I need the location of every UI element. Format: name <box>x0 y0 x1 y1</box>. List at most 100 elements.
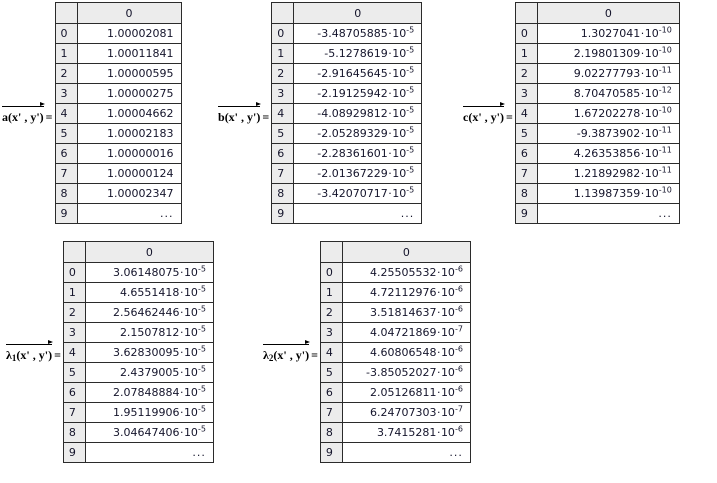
row-index-cell: 0 <box>319 262 343 283</box>
value-exponent: -11 <box>658 125 672 135</box>
value-mantissa: 1.00004662 <box>107 107 174 120</box>
value-mantissa: 6.24707303 <box>369 406 437 419</box>
value-mantissa: 2.56462446 <box>112 306 180 319</box>
value-base-ten: 10 <box>392 167 407 180</box>
matrix-value-cell: 1.13987359·10-10 <box>536 183 680 204</box>
value-exponent: -6 <box>454 384 463 394</box>
value-base-ten: 10 <box>183 426 198 439</box>
column-header-0: 0 <box>84 241 214 263</box>
value-exponent: -5 <box>197 364 206 374</box>
row-index-cell: 0 <box>54 23 78 44</box>
value-base-ten: 10 <box>440 346 455 359</box>
value-base-ten: 10 <box>440 306 455 319</box>
value-exponent: -11 <box>658 145 672 155</box>
value-mantissa: -2.01367229 <box>317 167 388 180</box>
matrix-value-cell: -2.91645645·10-5 <box>293 63 423 84</box>
row-index-cell: 9 <box>54 203 78 224</box>
row-index-cell: 9 <box>271 203 295 224</box>
row-index-cell: 8 <box>271 183 295 204</box>
value-base-ten: 10 <box>644 127 659 140</box>
vector-symbol: λ1(x' , y') <box>6 347 53 363</box>
table-header-row: 0 <box>319 241 471 263</box>
table-row: 1-5.1278619·10-5 <box>271 43 423 64</box>
row-index-cell: 6 <box>62 382 86 403</box>
overflow-ellipsis-cell: ... <box>84 442 214 463</box>
value-base-ten: 10 <box>183 346 198 359</box>
table-header-row: 0 <box>54 2 182 24</box>
row-index-cell: 6 <box>271 143 295 164</box>
value-exponent: -11 <box>658 65 672 75</box>
multiplication-dot: · <box>436 326 441 339</box>
arrow-head <box>48 339 54 344</box>
vector-symbol: b(x' , y') <box>218 109 261 124</box>
vector-arguments: (x' , y') <box>273 347 310 362</box>
value-mantissa: -2.05289329 <box>317 127 388 140</box>
row-index-cell: 1 <box>271 43 295 64</box>
value-exponent: -5 <box>197 324 206 334</box>
value-mantissa: 4.04721869 <box>369 326 437 339</box>
value-mantissa: 1.00002081 <box>107 27 174 40</box>
matrix-value-cell: 4.72112976·10-6 <box>341 282 471 303</box>
row-index-cell: 8 <box>62 422 86 443</box>
row-index-cell: 7 <box>62 402 86 423</box>
value-exponent: -12 <box>658 85 672 95</box>
table-row: 5-9.3873902·10-11 <box>514 123 680 144</box>
matrix-value-cell: 4.6551418·10-5 <box>84 282 214 303</box>
row-index-cell: 3 <box>271 83 295 104</box>
matrix-value-cell: -3.42070717·10-5 <box>293 183 423 204</box>
matrix-value-cell: 4.04721869·10-7 <box>341 322 471 343</box>
row-index-cell: 1 <box>319 282 343 303</box>
value-mantissa: 9.02277793 <box>573 67 641 80</box>
vector-subscript: 1 <box>11 352 17 363</box>
value-exponent: -5 <box>406 125 415 135</box>
table-row: 5-3.85052027·10-6 <box>319 362 471 383</box>
vector-arrow-icon: λ2(x' , y') <box>263 339 311 363</box>
header-corner-cell <box>514 2 538 24</box>
table-row: 5-2.05289329·10-5 <box>271 123 423 144</box>
row-index-cell: 3 <box>514 83 538 104</box>
row-index-cell: 1 <box>514 43 538 64</box>
matrix-value-cell: -3.48705885·10-5 <box>293 23 423 44</box>
matrix-value-cell: 1.00002081 <box>76 23 182 44</box>
row-index-cell: 5 <box>514 123 538 144</box>
value-mantissa: -9.3873902 <box>576 127 641 140</box>
value-exponent: -10 <box>658 25 672 35</box>
vector-symbol: c(x' , y') <box>463 109 504 124</box>
matrix-value-cell: 3.51814637·10-6 <box>341 302 471 323</box>
matrix-value-cell: 2.1507812·10-5 <box>84 322 214 343</box>
table-row: 9... <box>54 203 182 224</box>
matrix-value-cell: 2.56462446·10-5 <box>84 302 214 323</box>
header-corner-cell <box>54 2 78 24</box>
multiplication-dot: · <box>436 266 441 279</box>
arrow-head <box>305 339 311 344</box>
value-mantissa: 4.6551418 <box>119 286 180 299</box>
arrow-shaft <box>263 343 310 345</box>
multiplication-dot: · <box>179 266 184 279</box>
column-header-0: 0 <box>536 2 680 24</box>
matrix-value-cell: 1.95119906·10-5 <box>84 402 214 423</box>
value-mantissa: 3.62830095 <box>112 346 180 359</box>
value-mantissa: 2.1507812 <box>119 326 180 339</box>
value-base-ten: 10 <box>644 47 659 60</box>
matrix-value-cell: 1.21892982·10-11 <box>536 163 680 184</box>
value-exponent: -10 <box>658 185 672 195</box>
value-base-ten: 10 <box>440 326 455 339</box>
multiplication-dot: · <box>436 426 441 439</box>
row-index-cell: 4 <box>62 342 86 363</box>
header-corner-cell <box>62 241 86 263</box>
value-base-ten: 10 <box>644 67 659 80</box>
value-mantissa: 1.00002183 <box>107 127 174 140</box>
vector-label-c: c(x' , y')= <box>463 101 515 124</box>
multiplication-dot: · <box>436 346 441 359</box>
